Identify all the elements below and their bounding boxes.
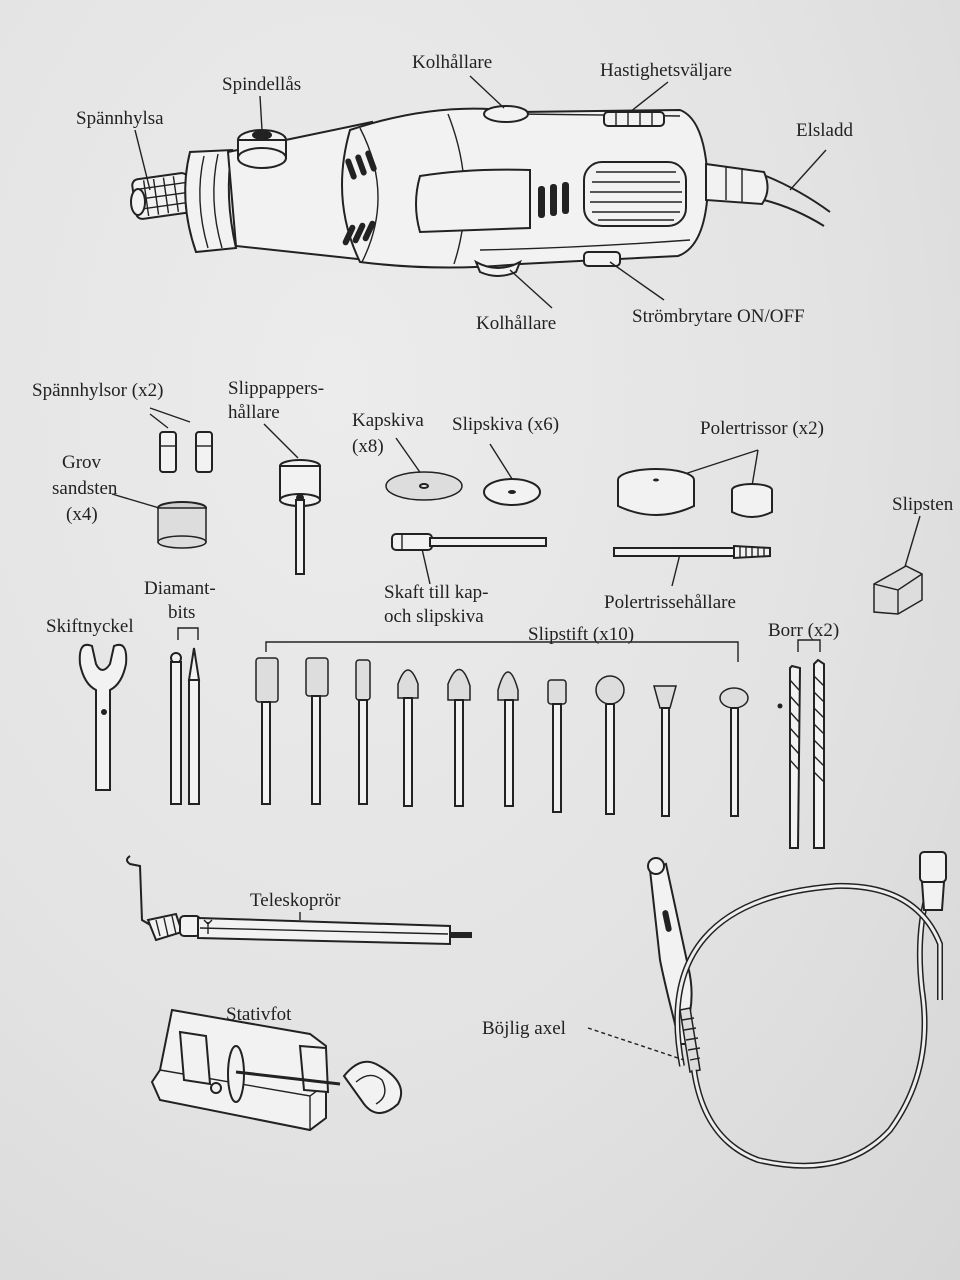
sanding-band-illustration	[111, 493, 207, 549]
collets-illustration	[149, 407, 213, 473]
label-spannhylsor: Spännhylsor (x2)	[32, 380, 163, 401]
label-teleskoprör: Teleskoprör	[250, 890, 341, 911]
telescope-tube-illustration	[126, 855, 472, 946]
label-polertrissehallare: Polertrissehållare	[604, 592, 736, 613]
label-polertrissor: Polertrissor (x2)	[700, 418, 824, 439]
label-kolhallare-bottom: Kolhållare	[476, 313, 556, 334]
grinding-disc-illustration	[483, 443, 541, 506]
polishing-wheels-illustration	[617, 449, 773, 518]
label-skaft-1: Skaft till kap-	[384, 582, 488, 603]
label-diamant-1: Diamant-	[144, 578, 216, 599]
drill-bits-illustration	[777, 639, 825, 849]
label-skiftnyckel: Skiftnyckel	[46, 616, 134, 637]
rotary-tool-illustration	[130, 105, 831, 277]
grinding-points-illustration	[255, 641, 749, 817]
label-kapskiva-1: Kapskiva	[352, 410, 424, 431]
label-bojlig-axel: Böjlig axel	[482, 1018, 566, 1039]
label-slipstift: Slipstift (x10)	[528, 624, 634, 645]
label-elsladd: Elsladd	[796, 120, 853, 141]
label-diamant-2: bits	[168, 602, 195, 623]
label-skaft-2: och slipskiva	[384, 606, 484, 627]
label-hastighetsvaljare: Hastighetsväljare	[600, 60, 732, 81]
label-grov-1: Grov	[62, 452, 102, 473]
flex-shaft-leader	[587, 1027, 685, 1061]
wrench-illustration	[78, 643, 128, 791]
cut-off-disc-illustration	[385, 437, 463, 501]
label-grov-2: sandsten	[52, 478, 118, 499]
label-spannhylsa: Spännhylsa	[76, 108, 164, 129]
label-slippappershallare-2: hållare	[228, 402, 280, 423]
label-strombrytare: Strömbrytare ON/OFF	[632, 306, 805, 327]
label-borr: Borr (x2)	[768, 620, 839, 641]
label-slipsten: Slipsten	[892, 494, 954, 515]
label-spindellas: Spindellås	[222, 74, 301, 95]
stand-base-illustration	[150, 1008, 403, 1132]
label-stativfot: Stativfot	[226, 1004, 292, 1025]
label-kolhallare-top: Kolhållare	[412, 52, 492, 73]
sandpaper-holder-illustration	[263, 423, 321, 575]
label-slippappershallare-1: Slippappers-	[228, 378, 324, 399]
label-kapskiva-2: (x8)	[352, 436, 384, 457]
flexible-shaft-illustration	[647, 851, 947, 1169]
label-slipskiva: Slipskiva (x6)	[452, 414, 559, 435]
label-grov-3: (x4)	[66, 504, 98, 525]
tool-leader-lines	[134, 75, 827, 309]
diamond-bits-illustration	[170, 627, 201, 805]
labels: Spindellås Kolhållare Hastighetsväljare …	[32, 52, 954, 1039]
grinding-stone-illustration	[873, 515, 923, 615]
polishing-mandrel-illustration	[613, 544, 771, 587]
mandrel-illustration	[391, 533, 547, 585]
